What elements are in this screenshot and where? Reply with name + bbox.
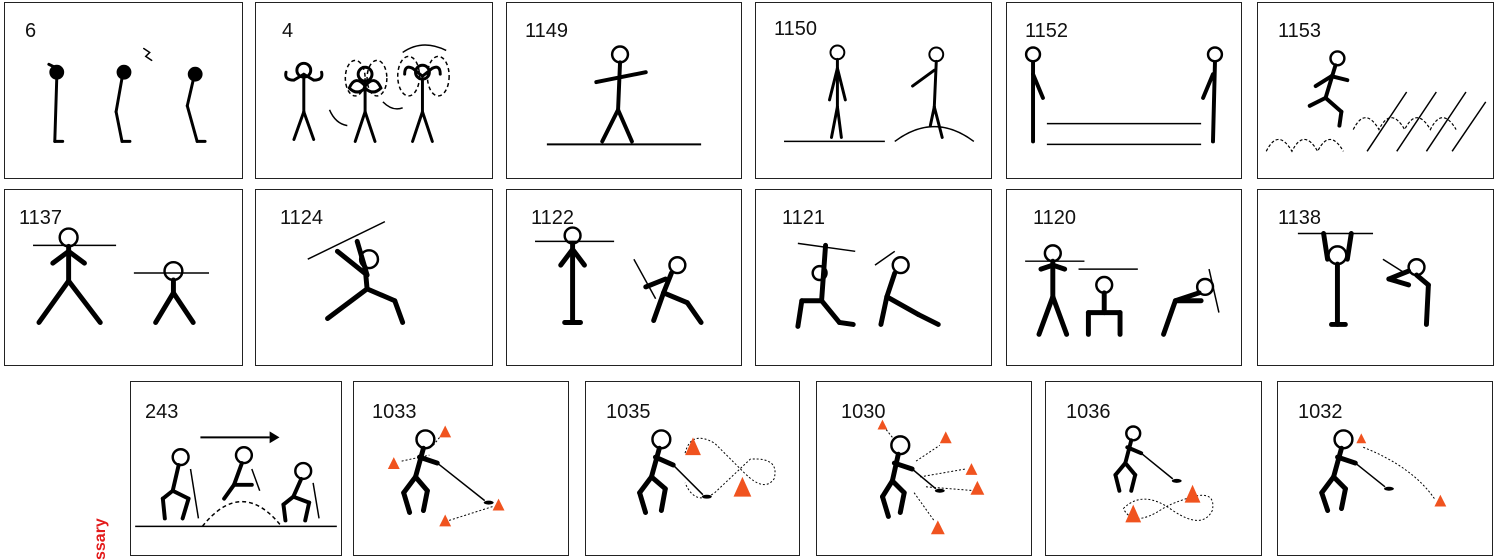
multi-cone-passing-drill bbox=[817, 382, 1031, 555]
arm-circle-figures bbox=[256, 3, 492, 178]
figure-eight-cone-drill bbox=[586, 382, 799, 555]
exercise-card-1036: 1036 bbox=[1045, 381, 1262, 556]
exercise-card-1120: 1120 bbox=[1006, 189, 1242, 366]
exercise-card-243: 243 bbox=[130, 381, 342, 556]
exercise-card-1122: 1122 bbox=[506, 189, 742, 366]
exercise-card-1033: 1033 bbox=[353, 381, 569, 556]
exercise-card-1153: 1153 bbox=[1257, 2, 1494, 179]
neck-rotation-figures bbox=[5, 3, 242, 178]
figure-eight-skating-drill bbox=[1046, 382, 1261, 555]
stick-squat-figures bbox=[5, 190, 242, 365]
side-lunge-stretch-figure bbox=[256, 190, 492, 365]
stickhandling-cone-drill bbox=[354, 382, 568, 555]
exercise-card-1150: 1150 bbox=[755, 2, 992, 179]
hip-stretch-figures bbox=[507, 190, 741, 365]
exercise-card-1121: 1121 bbox=[755, 189, 992, 366]
diagonal-cone-drill bbox=[1278, 382, 1492, 555]
exercise-card-1137: 1137 bbox=[4, 189, 243, 366]
line-walk-figure bbox=[507, 3, 741, 178]
side-label: ssary bbox=[92, 518, 110, 560]
exercise-card-6: 6 bbox=[4, 2, 243, 179]
exercise-card-1030: 1030 bbox=[816, 381, 1032, 556]
overhead-reach-figures bbox=[1258, 190, 1493, 365]
exercise-card-1035: 1035 bbox=[585, 381, 800, 556]
hopping-figure bbox=[1258, 3, 1493, 178]
hockey-jump-figures bbox=[131, 382, 341, 555]
partner-line-figures bbox=[1007, 3, 1241, 178]
overhead-squat-sequence bbox=[1007, 190, 1241, 365]
exercise-card-1124: 1124 bbox=[255, 189, 493, 366]
line-balance-figures bbox=[756, 3, 991, 178]
kneeling-lunge-figures bbox=[756, 190, 991, 365]
exercise-card-1152: 1152 bbox=[1006, 2, 1242, 179]
exercise-card-4: 4 bbox=[255, 2, 493, 179]
exercise-card-1032: 1032 bbox=[1277, 381, 1493, 556]
exercise-card-1149: 1149 bbox=[506, 2, 742, 179]
exercise-card-1138: 1138 bbox=[1257, 189, 1494, 366]
